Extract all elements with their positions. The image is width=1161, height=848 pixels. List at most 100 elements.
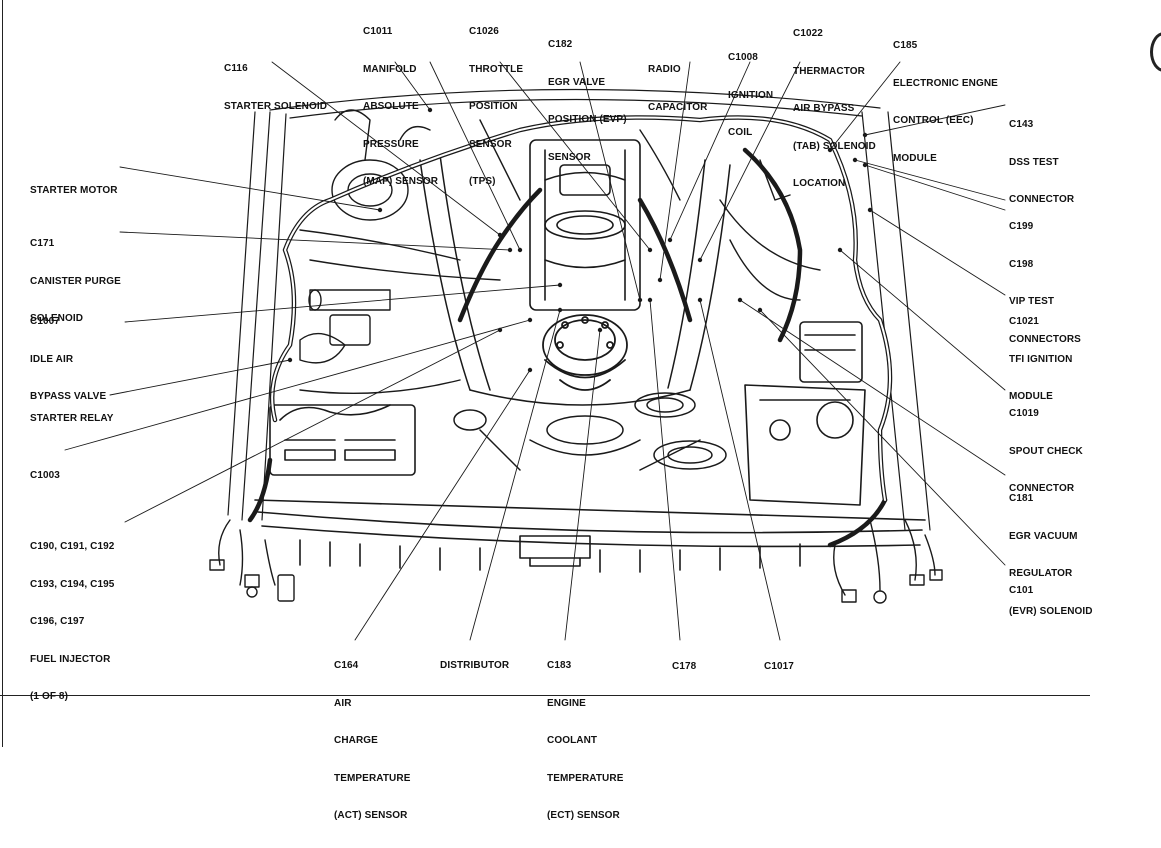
leader-arrows bbox=[287, 107, 873, 373]
label-line: REGULATOR bbox=[1009, 568, 1073, 579]
label-line: (ECT) SENSOR bbox=[547, 810, 620, 821]
label-c1021: C1021 TFI IGNITION MODULE bbox=[1009, 291, 1072, 429]
label-line: CHARGE bbox=[334, 735, 378, 746]
engine-illustration bbox=[64, 61, 1006, 641]
battery bbox=[269, 404, 416, 476]
label-line: THROTTLE bbox=[469, 63, 524, 75]
bottom-rule-line bbox=[0, 695, 1090, 696]
label-line: C181 bbox=[1009, 493, 1034, 504]
label-line: POSITION (EVP) bbox=[548, 114, 627, 125]
left-border-line bbox=[2, 0, 3, 747]
label-line: (EVR) SOLENOID bbox=[1009, 605, 1093, 617]
label-line: ELECTRONIC ENGNE bbox=[893, 77, 998, 89]
label-line: C1003 bbox=[30, 470, 60, 481]
engine-compartment-diagram: C116 STARTER SOLENOID C1011 MANIFOLD ABS… bbox=[0, 0, 1161, 821]
pulleys bbox=[453, 392, 727, 471]
label-line: PRESSURE bbox=[363, 138, 419, 150]
label-line: TEMPERATURE bbox=[334, 772, 411, 784]
label-line: CAPACITOR bbox=[648, 101, 708, 113]
label-distributor: DISTRIBUTOR bbox=[440, 635, 509, 698]
label-line: C182 bbox=[548, 39, 573, 50]
label-c101: C101 bbox=[1009, 560, 1033, 623]
label-c182: C182 EGR VALVE POSITION (EVP) SENSOR bbox=[548, 14, 627, 189]
label-line: TEMPERATURE bbox=[547, 772, 624, 784]
label-line: C183 bbox=[547, 660, 572, 671]
label-line: MANIFOLD bbox=[363, 63, 417, 75]
label-line: (TAB) SOLENOID bbox=[793, 140, 876, 152]
label-line: C178 bbox=[672, 661, 697, 672]
radiator-support bbox=[254, 499, 926, 573]
label-c1022: C1022 THERMACTOR AIR BYPASS (TAB) SOLENO… bbox=[793, 3, 876, 216]
label-line: STARTER SOLENOID bbox=[224, 100, 328, 112]
label-line: C116 bbox=[224, 63, 248, 74]
label-line: C1007 bbox=[30, 316, 60, 327]
label-line: C190, C191, C192 bbox=[30, 541, 115, 552]
label-c1017: C1017 bbox=[764, 636, 794, 699]
label-line: BYPASS VALVE bbox=[30, 391, 107, 402]
leader-lines bbox=[64, 61, 1006, 641]
label-line: C1008 bbox=[728, 52, 758, 63]
label-line: C1019 bbox=[1009, 408, 1039, 419]
label-line: TFI IGNITION bbox=[1009, 353, 1073, 365]
label-line: STARTER MOTOR bbox=[30, 185, 118, 196]
label-line: (ACT) SENSOR bbox=[334, 810, 408, 821]
label-line: C1026 bbox=[469, 26, 499, 37]
label-c1008: C1008 IGNITION COIL bbox=[728, 27, 773, 165]
label-line: C198 bbox=[1009, 258, 1034, 270]
label-line: SOLENOID bbox=[30, 313, 84, 324]
label-line: C196, C197 bbox=[30, 616, 85, 627]
label-line: C1011 bbox=[363, 26, 393, 37]
label-line: DISTRIBUTOR bbox=[440, 660, 510, 671]
label-line: IDLE AIR bbox=[30, 353, 74, 365]
label-line: IGNITION bbox=[728, 89, 774, 101]
label-line: AIR BYPASS bbox=[793, 103, 855, 114]
fuel-injector-connectors-left bbox=[209, 519, 295, 602]
label-line: C1022 bbox=[793, 28, 823, 39]
label-line: SENSOR bbox=[469, 138, 512, 150]
label-line: DSS TEST bbox=[1009, 156, 1059, 168]
label-c1007: C1007 IDLE AIR BYPASS VALVE bbox=[30, 291, 106, 429]
label-c171: C171 CANISTER PURGE SOLENOID bbox=[30, 213, 121, 351]
label-line: (TPS) bbox=[469, 176, 496, 187]
label-line: LOCATION bbox=[793, 178, 846, 189]
label-c1011: C1011 MANIFOLD ABSOLUTE PRESSURE (MAP) S… bbox=[363, 1, 438, 214]
label-line: C1021 bbox=[1009, 316, 1039, 327]
label-line: CONNECTORS bbox=[1009, 333, 1081, 345]
label-line: STARTER RELAY bbox=[30, 413, 114, 424]
distributor-cap bbox=[542, 314, 628, 391]
label-line: C143 bbox=[1009, 119, 1034, 130]
label-line: (1 OF 8) bbox=[30, 691, 69, 702]
label-c164: C164 AIR CHARGE TEMPERATURE (ACT) SENSOR bbox=[334, 635, 410, 848]
label-starter-motor: STARTER MOTOR bbox=[30, 160, 118, 223]
label-c1019: C1019 SPOUT CHECK CONNECTOR bbox=[1009, 383, 1083, 521]
label-line: C193, C194, C195 bbox=[30, 578, 115, 590]
label-radio-capacitor: RADIO CAPACITOR bbox=[648, 39, 707, 139]
label-starter-relay: STARTER RELAY bbox=[30, 388, 114, 451]
right-box bbox=[744, 321, 866, 506]
label-line: C164 bbox=[334, 660, 359, 671]
label-line: C101 bbox=[1009, 585, 1034, 596]
label-c183: C183 ENGINE COOLANT TEMPERATURE (ECT) SE… bbox=[547, 635, 623, 848]
label-line: C185 bbox=[893, 40, 918, 51]
label-c1003: C1003 bbox=[30, 445, 60, 508]
label-line: ABSOLUTE bbox=[363, 101, 419, 112]
label-line: POSITION bbox=[469, 101, 518, 112]
label-c185: C185 ELECTRONIC ENGNE CONTROL (EEC) MODU… bbox=[893, 15, 998, 190]
label-line: THERMACTOR bbox=[793, 65, 865, 77]
label-line: FUEL INJECTOR bbox=[30, 653, 111, 665]
label-line: SENSOR bbox=[548, 151, 591, 163]
label-line: EGR VALVE bbox=[548, 76, 606, 88]
fuel-injector-connectors-right bbox=[833, 519, 943, 604]
label-c178: C178 bbox=[672, 636, 696, 699]
label-line: RADIO bbox=[648, 64, 681, 75]
label-line: CONNECTOR bbox=[1009, 483, 1075, 494]
label-c116: C116 STARTER SOLENOID bbox=[224, 38, 327, 138]
wiring-harness-inner bbox=[271, 116, 891, 501]
label-c143: C143 DSS TEST CONNECTOR bbox=[1009, 94, 1074, 232]
label-line: C199 bbox=[1009, 221, 1034, 232]
label-line: EGR VACUUM bbox=[1009, 530, 1078, 542]
label-line: CONNECTOR bbox=[1009, 194, 1075, 205]
label-c181: C181 EGR VACUUM REGULATOR (EVR) SOLENOID bbox=[1009, 468, 1093, 643]
hoses bbox=[299, 119, 821, 395]
label-c199-c198: C199 C198 VIP TEST CONNECTORS bbox=[1009, 196, 1081, 371]
